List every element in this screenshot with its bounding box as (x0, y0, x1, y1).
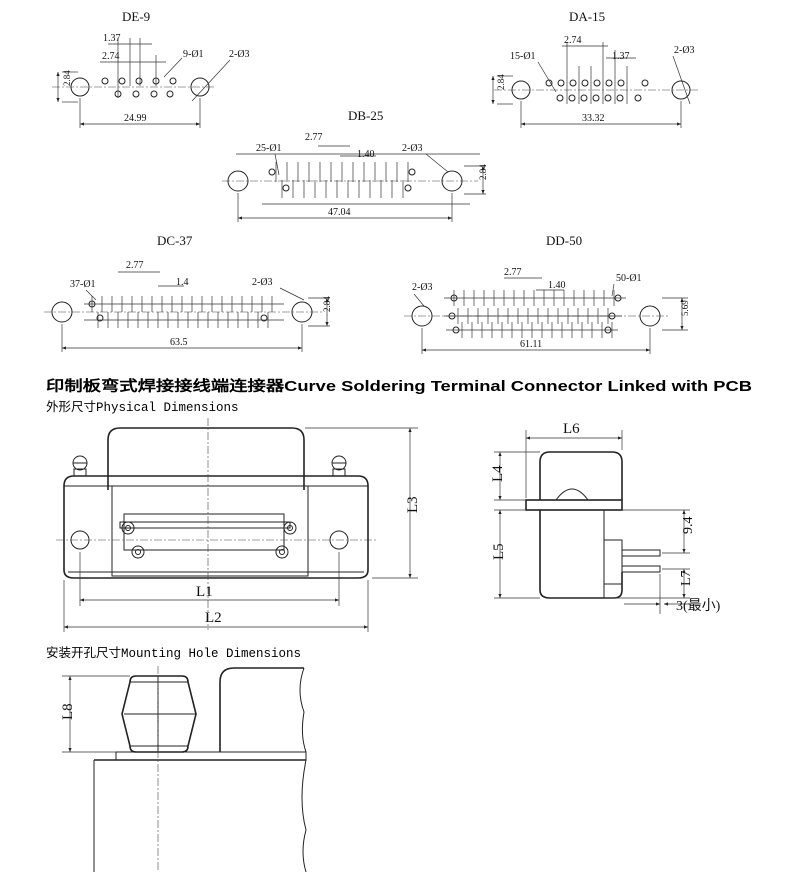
label-9-4: 9.4 (681, 517, 696, 535)
layout-de9: DE-9 2.84 1.37 2.74 9-Ø1 2-Ø3 24.99 (52, 9, 250, 128)
dim-row: 2.74 (564, 35, 582, 46)
dim-span: 24.99 (124, 113, 147, 124)
mount-hole (291, 301, 313, 323)
dim-row: 2.77 (126, 260, 144, 271)
callout-mount: 2-Ø3 (402, 143, 423, 154)
callout-mount: 2-Ø3 (252, 277, 273, 288)
headline: 印制板弯式焊接接线端连接器Curve Soldering Terminal Co… (46, 377, 752, 395)
layout-dd50: DD-50 61.11 2.77 1.40 2-Ø3 50-Ø1 5.69 (404, 233, 690, 354)
layout-title: DD-50 (546, 233, 582, 248)
callout-pins: 25-Ø1 (256, 143, 282, 154)
dim-pitch: 1.37 (103, 33, 121, 44)
dim-span: 47.04 (328, 207, 351, 218)
dim-pitch: 1.37 (612, 51, 630, 62)
mount-hole (190, 77, 210, 97)
callout-mount: 2-Ø3 (412, 282, 433, 293)
label-l8: L8 (60, 703, 76, 720)
mount-hole (639, 305, 661, 327)
callout-pins: 9-Ø1 (183, 49, 204, 60)
layout-title: DB-25 (348, 108, 383, 123)
front-view: L1 L2 L3 (56, 418, 421, 632)
pin-holes (268, 168, 416, 192)
dim-height: 2.84 (62, 70, 72, 86)
dim-pitch: 1.40 (357, 149, 375, 160)
mounting-caption: 安装开孔尺寸Mounting Hole Dimensions (46, 645, 301, 661)
dim-height: 2.84 (478, 164, 488, 180)
label-l4: L4 (490, 465, 506, 482)
mount-hole (511, 80, 531, 100)
label-l1: L1 (196, 584, 213, 600)
layout-title: DA-15 (569, 9, 605, 24)
mount-hole (51, 301, 73, 323)
callout-mount: 2-Ø3 (229, 49, 250, 60)
screw-right (331, 455, 347, 477)
dim-span: 63.5 (170, 337, 188, 348)
dim-span: 61.11 (520, 339, 542, 350)
mount-hole (671, 80, 691, 100)
dim-height: 2.84 (322, 296, 332, 312)
dim-height: 2.84 (496, 74, 506, 90)
dim-pitch: 1.40 (548, 280, 566, 291)
layout-db25: DB-25 47.04 2.77 1.40 25-Ø1 2-Ø3 2.84 (222, 108, 488, 222)
dim-row: 2.77 (504, 267, 522, 278)
physical-caption: 外形尺寸Physical Dimensions (46, 400, 239, 415)
dim-height: 5.69 (680, 300, 690, 316)
pin-holes (545, 79, 649, 102)
layout-title: DC-37 (157, 233, 193, 248)
label-l6: L6 (563, 421, 580, 437)
dim-pitch: 1.4 (176, 277, 189, 288)
mount-hole (70, 77, 90, 97)
label-l3: L3 (405, 496, 421, 513)
callout-mount: 2-Ø3 (674, 45, 695, 56)
label-l2: L2 (205, 610, 222, 626)
pin-holes (448, 294, 622, 334)
dim-row: 2.74 (102, 51, 120, 62)
layout-dc37: DC-37 63.5 2.77 1.4 37-Ø1 2-Ø3 2.84 (44, 233, 332, 352)
layout-title: DE-9 (122, 9, 150, 24)
pin-holes (101, 77, 177, 98)
side-view: L6 L4 L5 9.4 L7 3(最小) (490, 421, 721, 614)
layout-da15: DA-15 2.84 2.74 1.37 15-Ø1 2-Ø3 33.32 (491, 9, 700, 128)
mount-hole (441, 170, 463, 192)
label-l7: L7 (679, 570, 694, 586)
callout-pins: 15-Ø1 (510, 51, 536, 62)
mounting-view: L8 (60, 666, 307, 872)
dim-span: 33.32 (582, 113, 605, 124)
mount-hole (227, 170, 249, 192)
label-3-min: 3(最小) (676, 598, 721, 614)
screw-left (72, 455, 88, 477)
contacts (121, 521, 297, 559)
callout-pins: 37-Ø1 (70, 279, 96, 290)
mount-hole (411, 305, 433, 327)
callout-pins: 50-Ø1 (616, 273, 642, 284)
dim-row: 2.77 (305, 132, 323, 143)
label-l5: L5 (491, 543, 507, 560)
